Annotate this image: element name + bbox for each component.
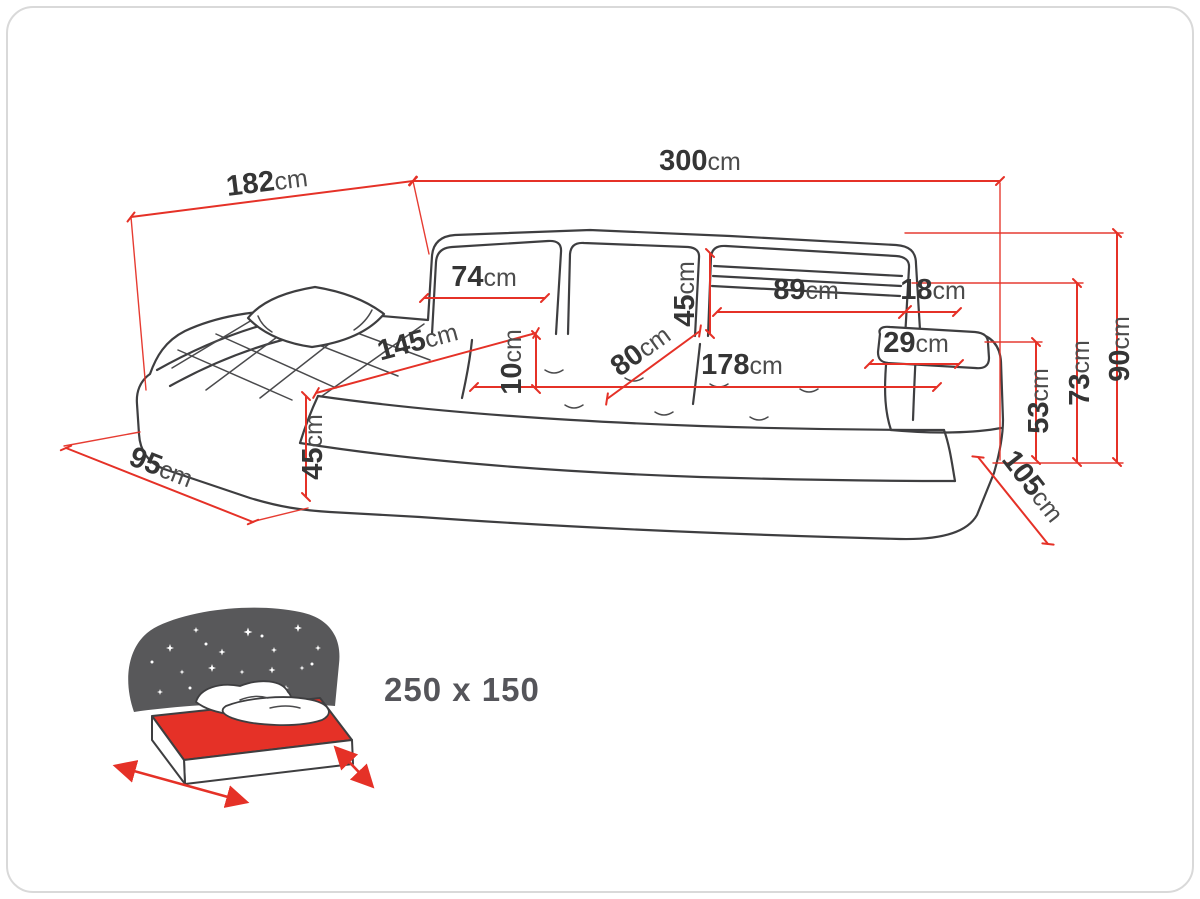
- dim-seat-width-label: 178cm: [701, 349, 783, 381]
- canvas-border: [6, 6, 1194, 893]
- dim-headrest-side-width-label: 18cm: [900, 274, 966, 306]
- dim-chaise-width-line: [59, 444, 260, 526]
- back-cushion-middle: [566, 241, 701, 338]
- headrest-ridges: [710, 264, 904, 298]
- mattress-depth-arrow: [333, 745, 375, 789]
- mattress-width-arrow: [112, 760, 250, 808]
- dim-chaise-length-line: [312, 327, 540, 399]
- bedding-fold-1: [239, 695, 269, 701]
- dim-side-depth-left-line: [126, 175, 418, 223]
- bedding-blanket: [221, 696, 330, 726]
- stars: [150, 624, 321, 695]
- dim-side-depth-left-label: 182cm: [224, 161, 309, 203]
- dim-headrest-width-label: 89cm: [773, 274, 839, 306]
- armrest-front-edge: [883, 363, 893, 432]
- seat-front-edge: [316, 394, 946, 432]
- sleeping-area-icon: [112, 607, 375, 808]
- dim-chaise-seat-height-label: 45cm: [297, 414, 329, 480]
- sleeping-area-label: 250 x 150: [384, 671, 540, 708]
- back-cushion-left: [430, 239, 563, 336]
- dim-backrest-height-label: 45cm: [669, 261, 701, 327]
- bedding-fold-2: [269, 705, 301, 709]
- dim-backrest-total-height-label: 73cm: [1064, 340, 1096, 406]
- dim-armrest-height-label: 53cm: [1023, 368, 1055, 434]
- dim-total-height-label: 90cm: [1104, 316, 1136, 382]
- dim-headrest-mid-tick: [898, 305, 912, 319]
- pillow-fold-left: [257, 315, 273, 333]
- dim-seat-depth-line: [605, 324, 702, 406]
- dimension-lines: [59, 175, 1122, 546]
- dim-total-depth-right-label: 105cm: [995, 444, 1071, 528]
- dim-total-depth-right-line: [971, 455, 1055, 546]
- sofa-drawing: [135, 228, 1005, 541]
- night-sky-backdrop: [128, 607, 340, 712]
- dim-total-width-label: 300cm: [659, 145, 741, 177]
- armrest-base-edge: [889, 426, 1003, 434]
- dim-back-cushion-width-label: 74cm: [451, 261, 517, 293]
- base-rail-edge: [298, 441, 957, 483]
- seat-edge-right-connector: [942, 428, 957, 483]
- dim-armrest-pad-width-label: 29cm: [883, 327, 949, 359]
- dim-seat-cushion-thickness-label: 10cm: [496, 329, 528, 395]
